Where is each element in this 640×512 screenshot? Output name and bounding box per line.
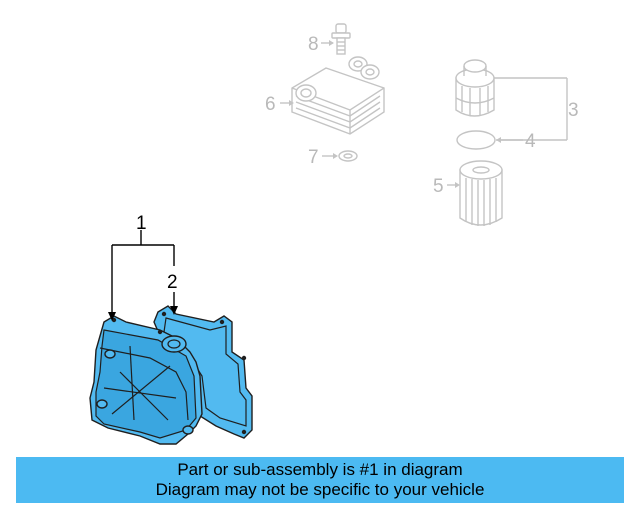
- parts-diagram: 8 6 7 3: [89, 23, 579, 445]
- arrow-1-left: [108, 312, 116, 321]
- arrow-2: [170, 306, 178, 315]
- callout-2: 2: [167, 272, 178, 293]
- arrow-8: [329, 40, 334, 46]
- arrow-4: [496, 137, 501, 143]
- arrow-7: [333, 153, 338, 159]
- banner-line-1: Part or sub-assembly is #1 in diagram: [177, 460, 463, 479]
- callout-5: 5: [433, 176, 444, 197]
- callout-1: 1: [136, 213, 147, 234]
- part-1-oil-pan[interactable]: [89, 315, 203, 445]
- part-4-o-ring[interactable]: [456, 130, 496, 150]
- callout-6: 6: [265, 94, 276, 115]
- part-3-filter-housing[interactable]: [455, 59, 495, 117]
- arrow-6: [289, 100, 294, 106]
- part-8-bolt[interactable]: [331, 23, 351, 55]
- callout-4: 4: [525, 131, 536, 152]
- callout-7: 7: [308, 147, 319, 168]
- part-5-filter-element[interactable]: [459, 160, 503, 226]
- info-banner: Part or sub-assembly is #1 in diagram Di…: [16, 457, 624, 503]
- banner-line-2: Diagram may not be specific to your vehi…: [155, 480, 485, 499]
- part-6-oil-cooler[interactable]: [291, 56, 385, 135]
- part-7-seal[interactable]: [338, 150, 358, 162]
- callout-3: 3: [568, 100, 579, 121]
- arrow-5: [455, 182, 460, 188]
- callout-8: 8: [308, 34, 319, 55]
